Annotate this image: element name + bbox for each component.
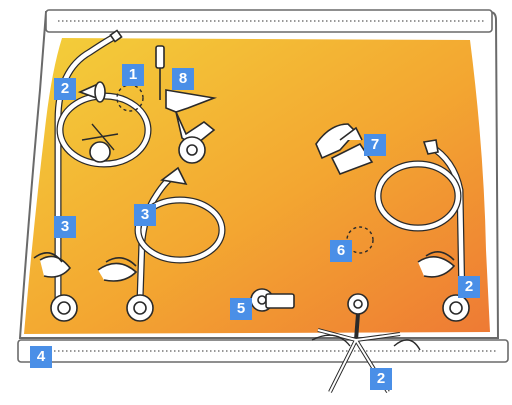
callout-2a: 2 <box>54 78 76 100</box>
callout-8: 8 <box>172 68 194 90</box>
callout-2b: 2 <box>458 276 480 298</box>
callout-4: 4 <box>30 346 52 368</box>
callout-3a: 3 <box>54 216 76 238</box>
callout-2c: 2 <box>370 368 392 390</box>
callout-5: 5 <box>230 298 252 320</box>
callout-6: 6 <box>330 240 352 262</box>
callout-7: 7 <box>364 134 386 156</box>
bag-top-seal <box>46 10 492 32</box>
callout-1: 1 <box>122 64 144 86</box>
callout-3b: 3 <box>134 204 156 226</box>
